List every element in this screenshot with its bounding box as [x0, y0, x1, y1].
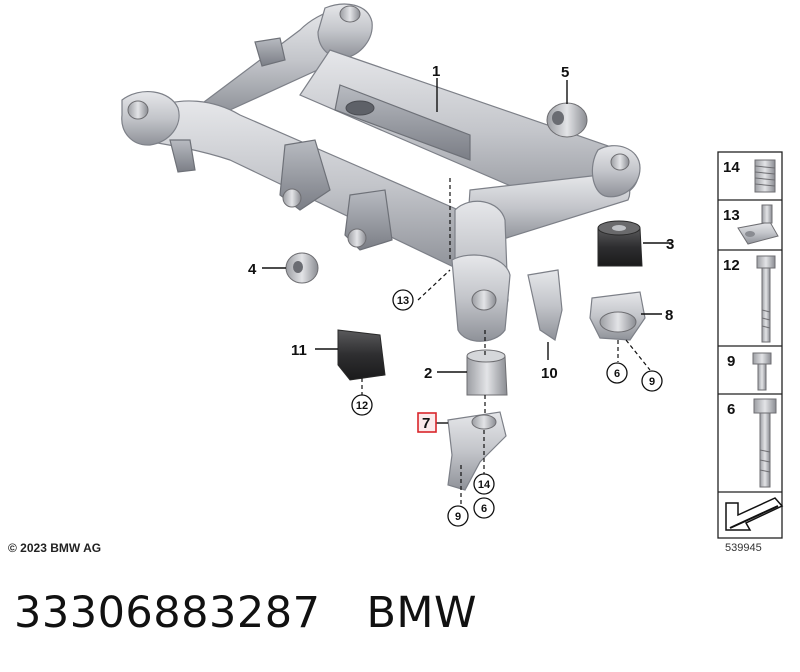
bush-part-4 [285, 252, 319, 284]
bracket-part-7[interactable] [447, 411, 507, 491]
bush-part-5 [546, 102, 588, 138]
arrow-indicator-icon [725, 497, 784, 531]
legend-item-arrow [725, 497, 784, 531]
ref-circle-9b: 9 [447, 505, 469, 527]
callout-5: 5 [561, 64, 569, 81]
ref-circle-9a: 9 [641, 370, 663, 392]
legend-item-13: 13 [723, 204, 779, 245]
legend-item-14: 14 [723, 159, 776, 193]
ref-circle-13: 13 [392, 289, 414, 311]
callout-11: 11 [291, 342, 307, 359]
svg-text:12: 12 [356, 400, 368, 412]
support-plate-part-8 [589, 291, 646, 341]
svg-text:14: 14 [478, 479, 491, 491]
svg-text:13: 13 [397, 295, 409, 307]
legend-item-9: 9 [727, 352, 772, 391]
part-caption: 33306883287 BMW [14, 588, 477, 638]
svg-text:6: 6 [614, 368, 620, 380]
spring-nut-icon [754, 159, 776, 193]
bracket-part-10 [527, 269, 563, 341]
part-number: 33306883287 [14, 588, 321, 638]
legend-number-14: 14 [723, 159, 740, 176]
legend-number-12: 12 [723, 257, 740, 274]
ref-circle-6a: 6 [606, 362, 628, 384]
clip-nut-icon [737, 204, 779, 245]
legend-item-12: 12 [723, 255, 776, 343]
svg-text:9: 9 [649, 376, 655, 388]
ref-circle-6b: 6 [473, 497, 495, 519]
rubber-block-part-11 [337, 329, 386, 381]
rear-axle-subframe [121, 3, 641, 342]
callout-4: 4 [248, 261, 257, 278]
svg-text:9: 9 [455, 511, 461, 523]
diagram-number: 539945 [725, 542, 762, 554]
brand-name: BMW [366, 588, 478, 638]
svg-text:6: 6 [481, 503, 487, 515]
bolt-icon [756, 255, 776, 343]
legend-number-13: 13 [723, 207, 740, 224]
ref-circle-12: 12 [351, 394, 373, 416]
fastener-legend: 14 13 12 [717, 151, 784, 539]
rubber-mount-part-3 [597, 220, 643, 267]
callout-7: 7 [422, 415, 430, 432]
legend-number-6: 6 [727, 401, 735, 418]
ref-circle-14: 14 [473, 473, 495, 495]
highlighted-callout-7[interactable]: 7 [417, 412, 437, 433]
callout-10: 10 [541, 365, 558, 382]
long-bolt-icon [753, 398, 777, 488]
callout-3: 3 [666, 236, 674, 253]
callout-1: 1 [432, 63, 440, 80]
callout-8: 8 [665, 307, 673, 324]
leader-lines [262, 78, 672, 505]
legend-number-9: 9 [727, 353, 735, 370]
legend-item-6: 6 [727, 398, 777, 488]
rubber-mount-part-2 [466, 349, 508, 396]
copyright-notice: © 2023 BMW AG [8, 541, 102, 555]
short-bolt-icon [752, 352, 772, 391]
callout-2: 2 [424, 365, 432, 382]
